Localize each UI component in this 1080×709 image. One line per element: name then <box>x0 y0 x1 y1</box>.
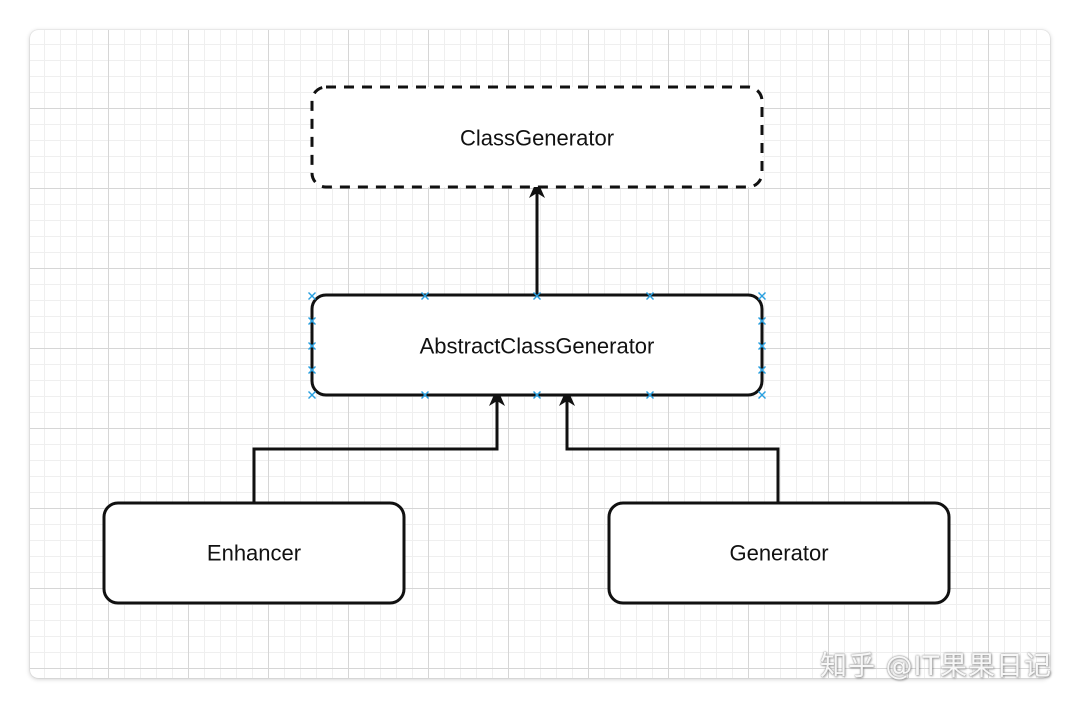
node-abstract-class-generator-label: AbstractClassGenerator <box>420 334 655 359</box>
node-enhancer-label: Enhancer <box>207 541 301 566</box>
selection-handles[interactable] <box>308 292 766 399</box>
resize-handle[interactable] <box>758 342 766 350</box>
watermark-text: 知乎 @IT果果日记 <box>819 651 1052 682</box>
node-abstract-class-generator[interactable]: AbstractClassGenerator <box>308 292 766 399</box>
edge-generator-to-abstract[interactable] <box>559 388 780 503</box>
resize-handle[interactable] <box>308 292 316 300</box>
edge-enhancer-to-abstract[interactable] <box>252 388 505 503</box>
resize-handle[interactable] <box>308 391 316 399</box>
resize-handle[interactable] <box>421 292 429 300</box>
resize-handle[interactable] <box>421 391 429 399</box>
resize-handle[interactable] <box>308 342 316 350</box>
resize-handle[interactable] <box>308 366 316 374</box>
resize-handle[interactable] <box>646 391 654 399</box>
resize-handle[interactable] <box>308 317 316 325</box>
node-class-generator[interactable]: ClassGenerator <box>310 85 764 189</box>
resize-handle[interactable] <box>758 317 766 325</box>
node-generator[interactable]: Generator <box>607 501 951 605</box>
node-class-generator-label: ClassGenerator <box>460 126 614 151</box>
node-enhancer[interactable]: Enhancer <box>102 501 406 605</box>
resize-handle[interactable] <box>533 391 541 399</box>
resize-handle[interactable] <box>758 292 766 300</box>
resize-handle[interactable] <box>646 292 654 300</box>
resize-handle[interactable] <box>758 391 766 399</box>
resize-handle[interactable] <box>533 292 541 300</box>
resize-handle[interactable] <box>758 366 766 374</box>
node-generator-label: Generator <box>729 541 828 566</box>
